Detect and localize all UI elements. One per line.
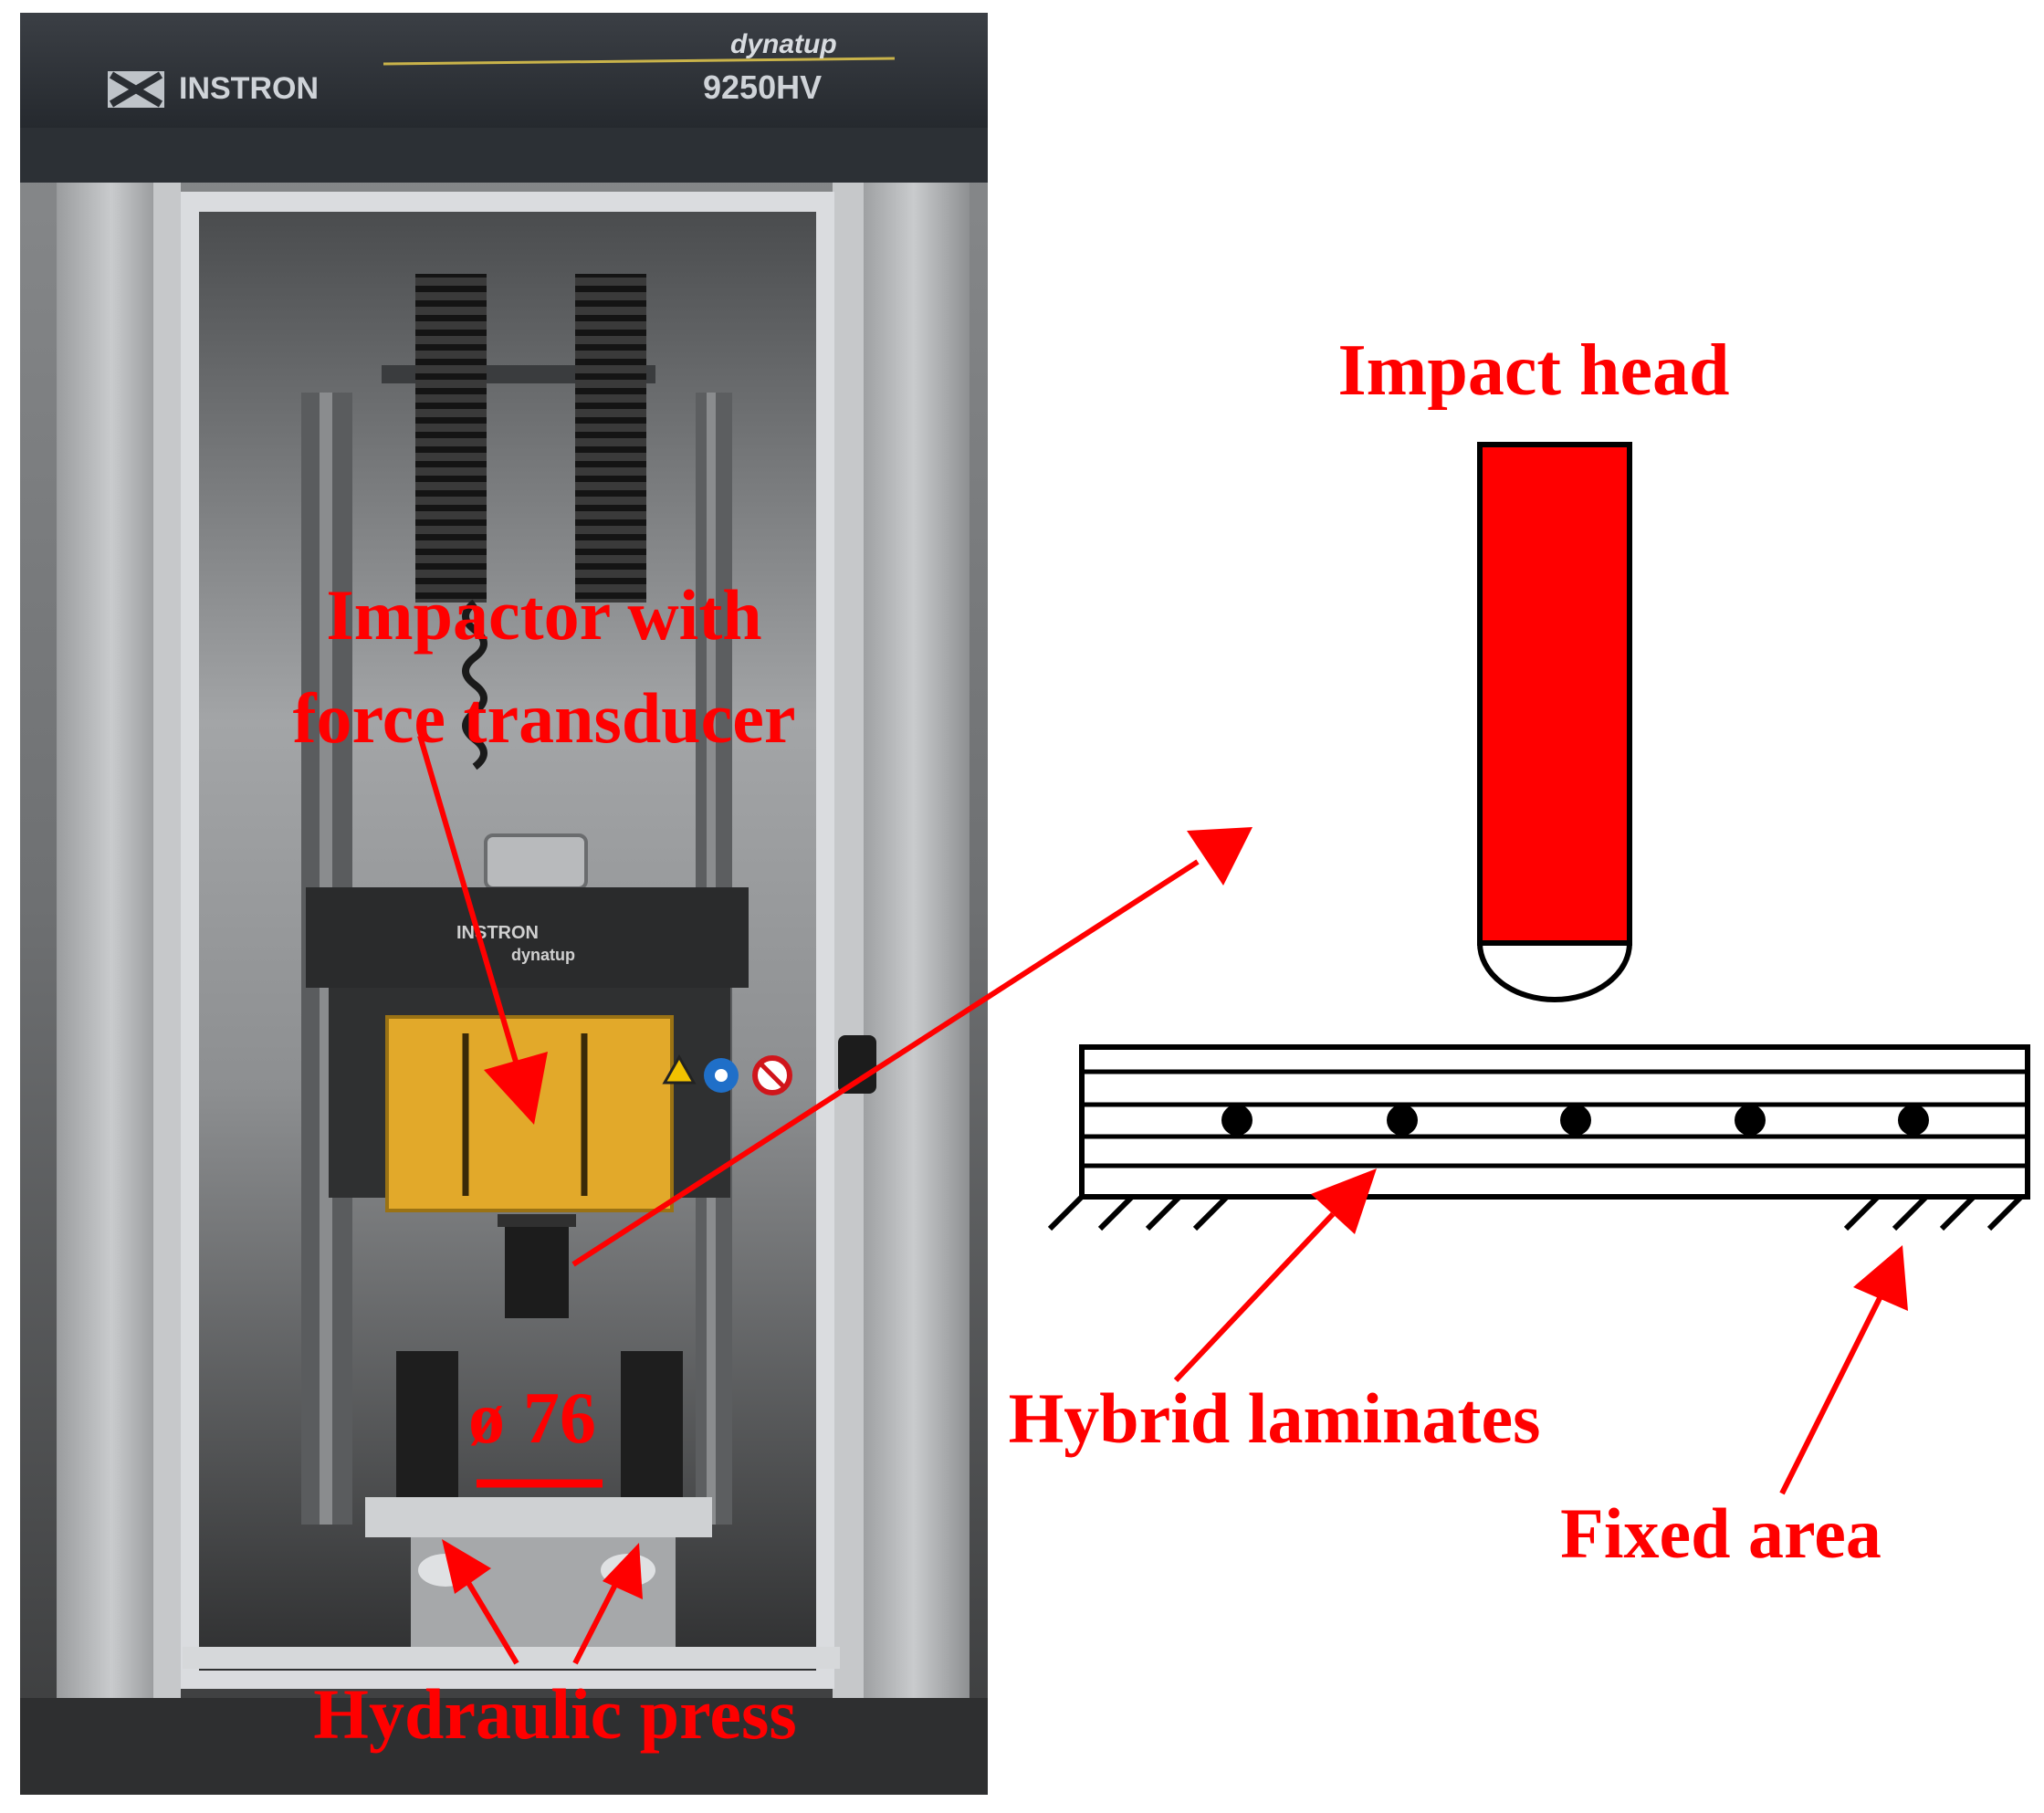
- machine-brand: INSTRON: [179, 71, 319, 106]
- impactor-label-line2: force transducer: [293, 678, 796, 758]
- impactor-arrow: [417, 735, 548, 1125]
- press-arrow-right: [572, 1543, 643, 1665]
- machine-model: 9250HV: [703, 68, 822, 106]
- no-hands-icon: [752, 1055, 792, 1095]
- impact-head: [1476, 442, 1633, 1002]
- specimen-fixture: [365, 1497, 712, 1537]
- left-pillar: [57, 183, 166, 1725]
- fixed-area-arrow: [1779, 1245, 1908, 1495]
- warning-icon: [662, 1053, 697, 1085]
- instron-logo-icon: [108, 71, 164, 108]
- fixed-support-right: [1843, 1194, 2024, 1231]
- lead-screw-right: [575, 274, 646, 603]
- impactor-rod: [505, 1214, 569, 1318]
- hydraulic-press-label: Hydraulic press: [313, 1674, 796, 1754]
- photo-annotations: Impactor with force transducer ø 76 Hydr…: [293, 575, 1253, 1754]
- laminates-arrow: [1173, 1168, 1377, 1383]
- diameter-label: ø 76: [468, 1378, 596, 1459]
- laminate-plate: [1079, 1044, 2030, 1200]
- mandatory-gloves-icon: [704, 1058, 739, 1093]
- machine-product: dynatup: [730, 29, 837, 59]
- impact-head-label: Impact head: [1338, 330, 1730, 411]
- callout-arrow: [571, 827, 1253, 1267]
- right-pillar: [858, 183, 970, 1725]
- impactor-label-line1: Impactor with: [326, 575, 761, 655]
- crosshead-brand: INSTRON: [456, 923, 539, 943]
- fixed-area-label: Fixed area: [1560, 1493, 1882, 1573]
- crosshead: [306, 887, 749, 988]
- impact-schematic: Impact head: [1009, 330, 2030, 1573]
- lead-screw-left: [415, 274, 487, 603]
- hybrid-laminates-label: Hybrid laminates: [1009, 1378, 1541, 1458]
- machine-top-housing: [20, 13, 988, 144]
- fixed-support-left: [1047, 1194, 1230, 1231]
- door-handle: [838, 1035, 876, 1094]
- press-arrow-left: [442, 1539, 519, 1665]
- crosshead-product: dynatup: [511, 946, 575, 964]
- test-machine-photo: INSTRON dynatup 9250HV INSTRON dynatup: [20, 13, 988, 1795]
